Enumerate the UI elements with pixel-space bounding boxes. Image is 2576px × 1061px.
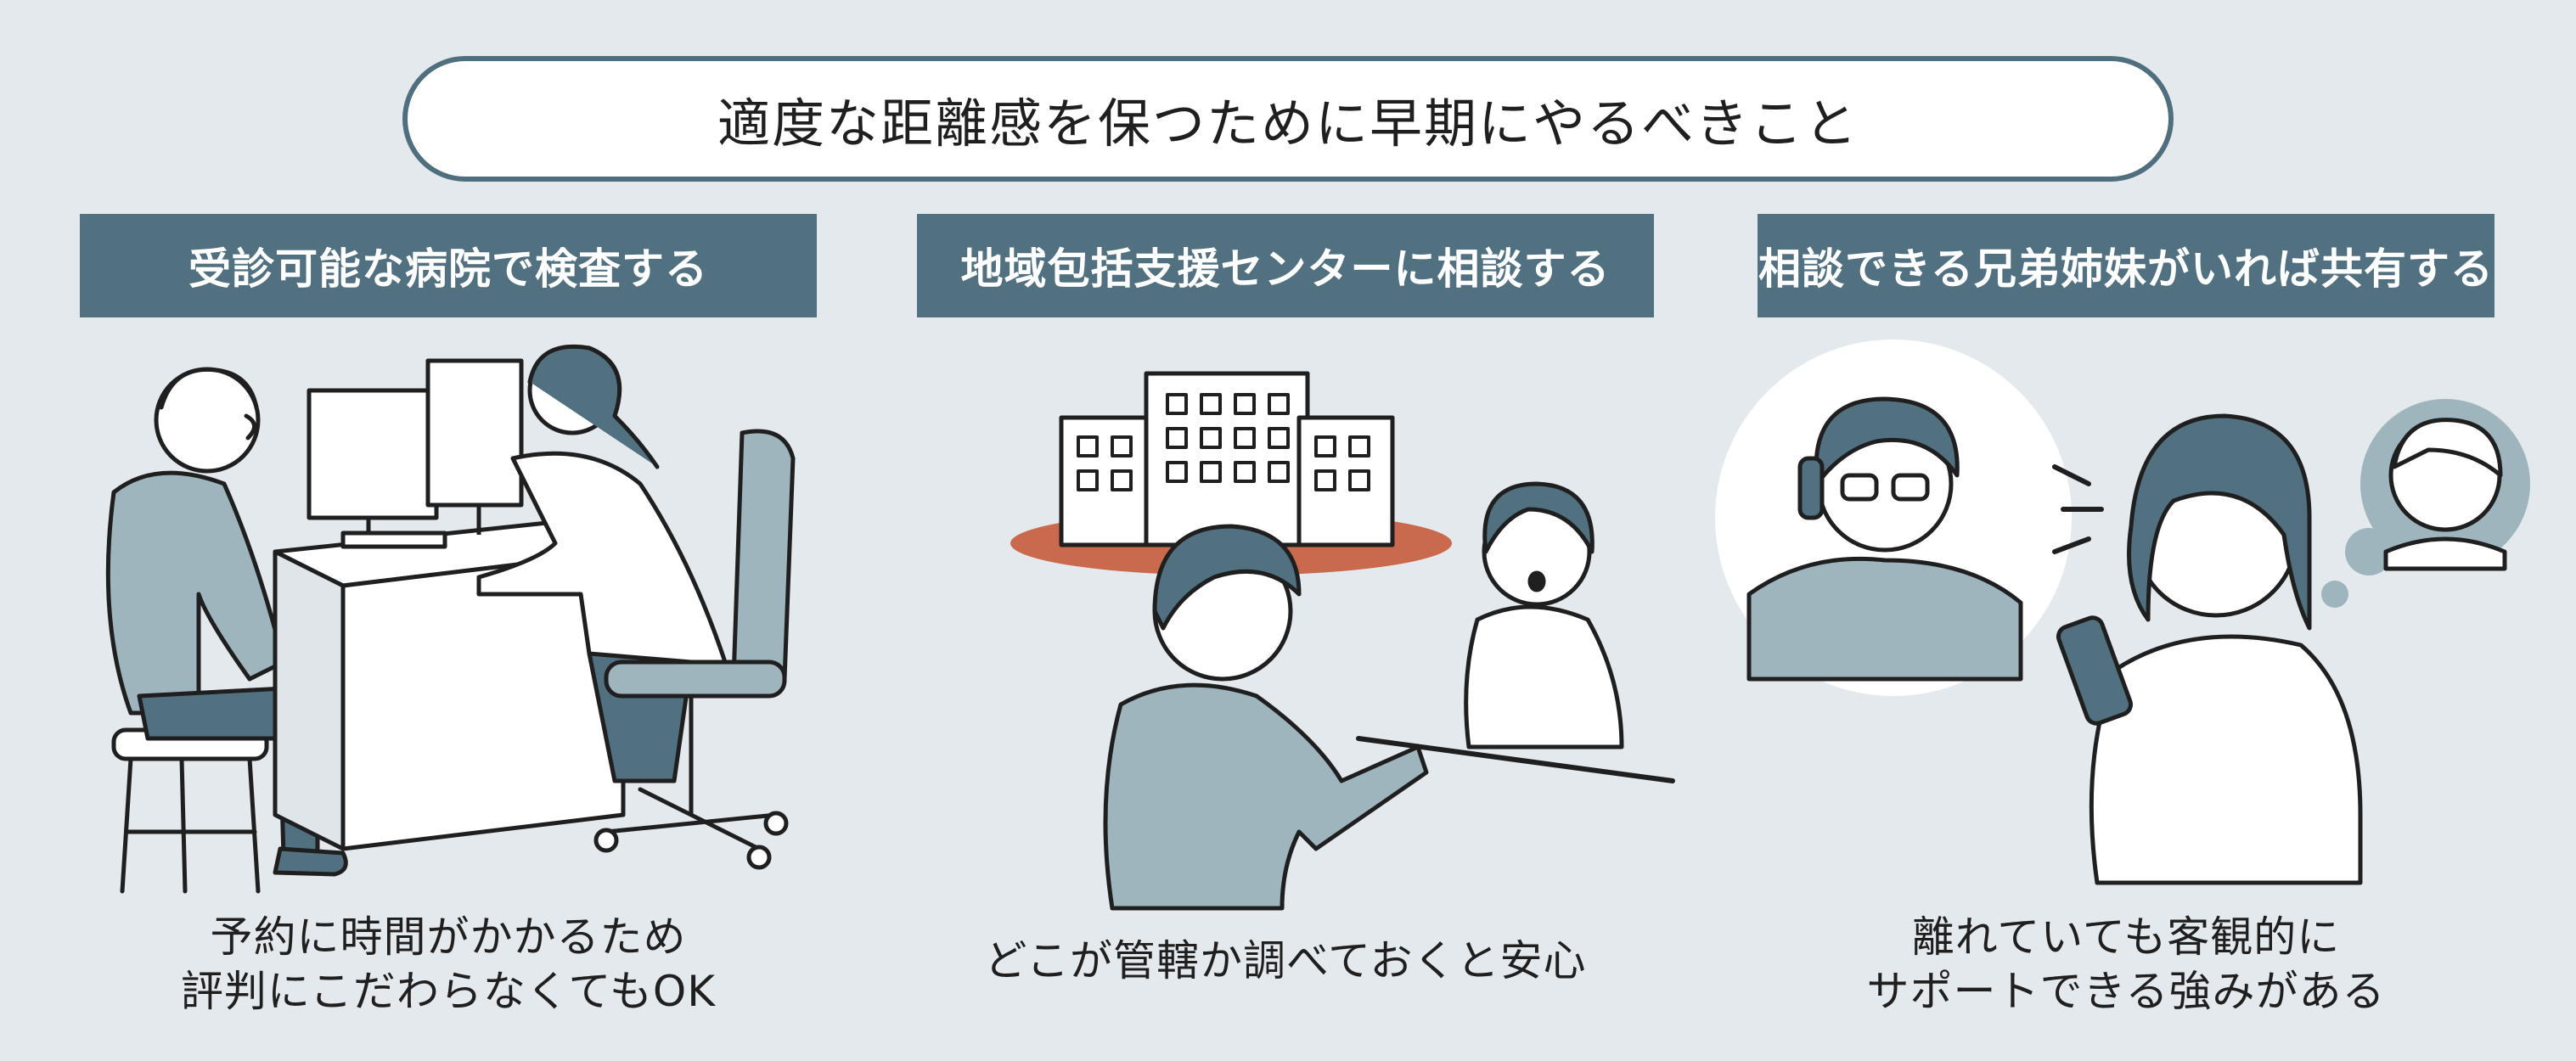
woman-figure — [2056, 413, 2363, 885]
heading-share-siblings: 相談できる兄弟姉妹がいれば共有する — [1758, 214, 2494, 317]
counter-line — [1356, 736, 1675, 783]
caption-line: どこが管轄か調べておくと安心 — [984, 936, 1587, 985]
staff-figure — [1464, 481, 1624, 749]
heading-community-center: 地域包括支援センターに相談する — [917, 214, 1654, 317]
heading-hospital-checkup: 受診可能な病院で検査する — [80, 214, 817, 317]
illustration-consultation-center — [1010, 371, 1675, 911]
page-title: 適度な距離感を保つために早期にやるべきこと — [402, 56, 2174, 182]
caption-siblings: 離れていても客観的に サポートできる強みがある — [1758, 910, 2494, 1019]
caption-center: どこが管轄か調べておくと安心 — [917, 934, 1654, 988]
caption-line: 予約に時間がかかるため — [210, 912, 687, 962]
office-chair — [593, 429, 796, 870]
signal-lines — [2052, 464, 2104, 554]
illustration-sibling-phone-call — [1715, 340, 2530, 885]
caption-line: 評判にこだわらなくてもOK — [180, 967, 717, 1016]
sibling-figure — [1746, 396, 2023, 682]
visitor-figure — [1103, 524, 1429, 911]
building-icon — [1059, 371, 1395, 547]
caption-hospital: 予約に時間がかかるため 評判にこだわらなくてもOK — [80, 910, 817, 1019]
parent-figure — [2383, 418, 2507, 571]
caption-line: 離れていても客観的に — [1911, 912, 2341, 962]
doctor-figure — [476, 344, 728, 783]
caption-line: サポートできる強みがある — [1866, 967, 2386, 1016]
illustration-hospital-exam — [105, 344, 796, 894]
